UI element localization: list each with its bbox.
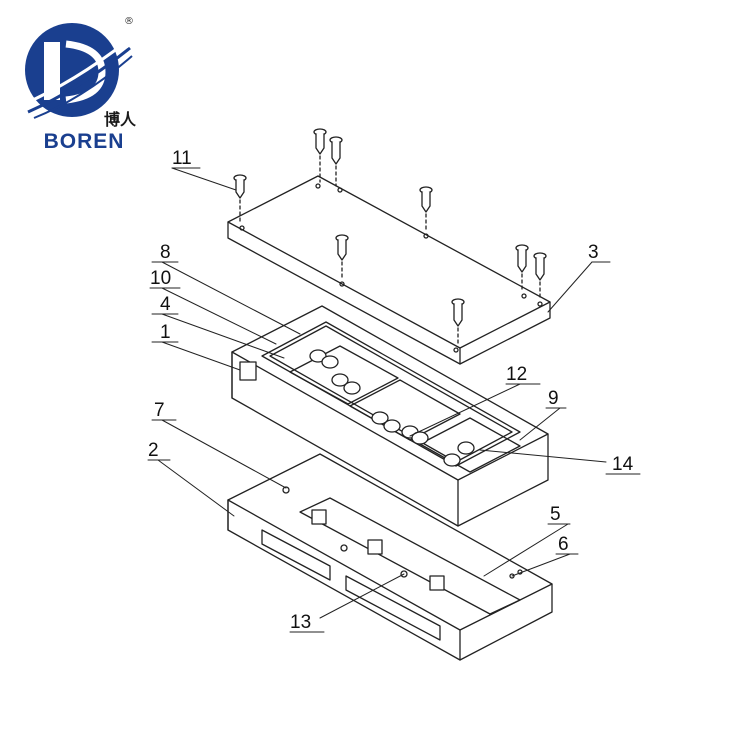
top-cover-plate	[227, 175, 551, 365]
screw-icon	[451, 298, 465, 347]
part-label-4: 4	[160, 294, 171, 315]
part-label-2: 2	[148, 440, 159, 461]
registered-mark: ®	[124, 16, 134, 27]
part-label-6: 6	[558, 534, 569, 555]
part-label-1: 1	[160, 322, 171, 343]
brand-name: BOREN	[43, 130, 125, 153]
part-label-9: 9	[548, 388, 559, 409]
part-label-12: 12	[506, 364, 527, 385]
battery-cells	[309, 349, 475, 467]
screw-icon	[419, 186, 433, 233]
part-label-8: 8	[160, 242, 171, 263]
part-label-14: 14	[612, 454, 634, 475]
part-label-13: 13	[290, 612, 311, 633]
part-label-5: 5	[550, 504, 561, 525]
part-label-11: 11	[172, 148, 192, 169]
part-label-7: 7	[154, 400, 165, 421]
part-label-3: 3	[588, 242, 599, 263]
screws	[233, 128, 547, 347]
screw-icon	[313, 128, 327, 183]
screw-icon	[335, 234, 349, 281]
battery-housing	[231, 305, 549, 527]
screw-icon	[533, 252, 547, 301]
screw-icon	[233, 174, 247, 225]
screw-icon	[515, 244, 529, 293]
logo-mark-icon	[23, 23, 133, 119]
part-labels: 11 3 8 10 4 1 12 9 14 7 2 5 6 13	[148, 148, 634, 633]
base-plate	[227, 453, 553, 661]
brand-logo: ® 博人 BOREN	[14, 12, 159, 153]
screw-icon	[329, 136, 343, 187]
leader-lines	[157, 167, 607, 619]
part-label-10: 10	[150, 268, 171, 289]
label-underlines	[147, 167, 641, 633]
brand-chinese-name: 博人	[104, 110, 137, 129]
